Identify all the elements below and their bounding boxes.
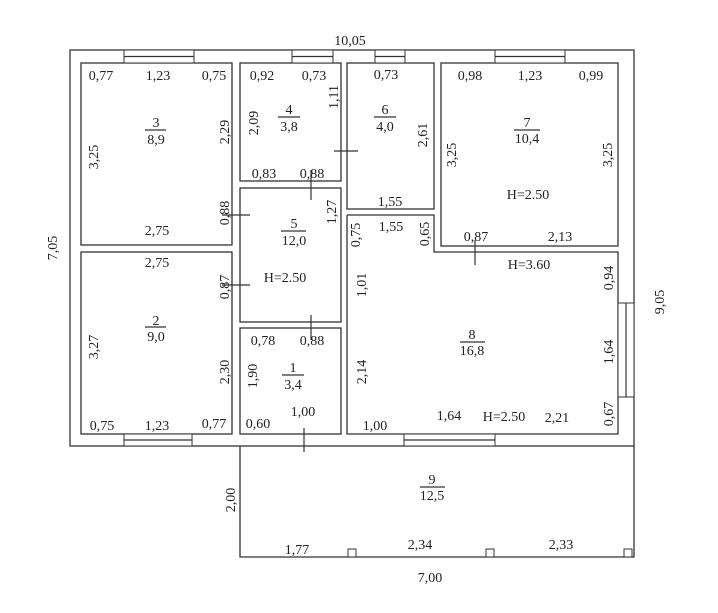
dim: 2,09 bbox=[247, 111, 262, 136]
room-8 bbox=[346, 214, 619, 435]
dim: 0,88 bbox=[218, 201, 233, 226]
overall-left-height: 7,05 bbox=[46, 236, 61, 261]
dim: 1,11 bbox=[327, 85, 342, 109]
room-number: 7 bbox=[524, 116, 531, 131]
dim: 0,60 bbox=[246, 417, 271, 432]
room-number: 2 bbox=[153, 314, 160, 329]
room-number: 4 bbox=[286, 103, 293, 118]
dim: 1,64 bbox=[602, 340, 617, 365]
room-number: 8 bbox=[469, 328, 476, 343]
terrace bbox=[239, 446, 635, 558]
dim: 0,77 bbox=[202, 417, 227, 432]
dim: 0,92 bbox=[250, 69, 275, 84]
dim: 0,67 bbox=[602, 402, 617, 427]
dim: 1,00 bbox=[291, 405, 316, 420]
dim: 2,14 bbox=[355, 360, 370, 385]
room-area: 12,0 bbox=[282, 234, 307, 249]
dim: 0,75 bbox=[349, 223, 364, 248]
dim: 0,88 bbox=[300, 167, 325, 182]
dim: 0,94 bbox=[602, 266, 617, 291]
room-number: 9 bbox=[429, 473, 436, 488]
dim: 1,27 bbox=[325, 200, 340, 225]
dim: 0,75 bbox=[90, 419, 115, 434]
room-area: 8,9 bbox=[147, 133, 165, 148]
ceiling-height: H=2.50 bbox=[483, 410, 526, 425]
dim: 2,34 bbox=[408, 538, 433, 553]
dim: 1,77 bbox=[285, 543, 310, 558]
room-area: 16,8 bbox=[460, 344, 485, 359]
room-number: 3 bbox=[153, 116, 160, 131]
outer-wall bbox=[69, 49, 635, 447]
windows bbox=[123, 49, 635, 447]
post bbox=[485, 548, 495, 558]
dim: 1,23 bbox=[146, 69, 171, 84]
room-area: 10,4 bbox=[515, 132, 540, 147]
ceiling-height: H=2.50 bbox=[264, 271, 307, 286]
dim: 0,78 bbox=[251, 334, 276, 349]
dim: 1,01 bbox=[355, 273, 370, 298]
dim: 1,64 bbox=[437, 409, 462, 424]
dim: 1,23 bbox=[518, 69, 543, 84]
doors bbox=[222, 150, 476, 452]
dim: 0,88 bbox=[300, 334, 325, 349]
post bbox=[347, 548, 357, 558]
post bbox=[623, 548, 633, 558]
room-number: 6 bbox=[382, 103, 389, 118]
dim: 0,99 bbox=[579, 69, 604, 84]
room-area: 4,0 bbox=[376, 120, 394, 135]
dim: 1,00 bbox=[363, 419, 388, 434]
dim: 0,75 bbox=[202, 69, 227, 84]
overall-width: 10,05 bbox=[334, 34, 366, 49]
room-area: 3,4 bbox=[284, 378, 302, 393]
ceiling-height: H=2.50 bbox=[507, 188, 550, 203]
dim: 3,27 bbox=[87, 335, 102, 360]
dim: 1,55 bbox=[378, 195, 403, 210]
terrace-width: 7,00 bbox=[418, 571, 443, 586]
dim: 3,25 bbox=[445, 143, 460, 168]
dim: 2,30 bbox=[218, 360, 233, 385]
dim: 2,75 bbox=[145, 256, 170, 271]
room-area: 12,5 bbox=[420, 489, 445, 504]
terrace-depth: 2,00 bbox=[224, 488, 239, 513]
dim: 3,25 bbox=[87, 145, 102, 170]
room-area: 9,0 bbox=[147, 330, 165, 345]
dim: 2,33 bbox=[549, 538, 574, 553]
room-5 bbox=[239, 187, 342, 323]
room-1 bbox=[239, 327, 342, 435]
room-number: 5 bbox=[291, 217, 298, 232]
dim: 0,73 bbox=[374, 68, 399, 83]
dim: 0,87 bbox=[464, 230, 489, 245]
ceiling-height: H=3.60 bbox=[508, 258, 551, 273]
dim: 1,23 bbox=[145, 419, 170, 434]
room-7 bbox=[440, 62, 619, 247]
dim: 2,61 bbox=[416, 123, 431, 148]
room-3 bbox=[80, 62, 233, 246]
dim: 2,21 bbox=[545, 411, 570, 426]
room-number: 1 bbox=[290, 361, 297, 376]
dim: 0,73 bbox=[302, 69, 327, 84]
dim: 1,90 bbox=[246, 364, 261, 389]
room-4 bbox=[239, 62, 342, 182]
dim: 2,29 bbox=[218, 120, 233, 145]
room-area: 3,8 bbox=[280, 120, 298, 135]
overall-right-height: 9,05 bbox=[653, 290, 668, 315]
dim: 0,65 bbox=[418, 222, 433, 247]
dim: 0,98 bbox=[458, 69, 483, 84]
dim: 0,77 bbox=[89, 69, 114, 84]
dim: 2,13 bbox=[548, 230, 573, 245]
dim: 0,87 bbox=[218, 275, 233, 300]
dim: 2,75 bbox=[145, 224, 170, 239]
dim: 0,83 bbox=[252, 167, 277, 182]
dim: 3,25 bbox=[601, 143, 616, 168]
dim: 1,55 bbox=[379, 220, 404, 235]
